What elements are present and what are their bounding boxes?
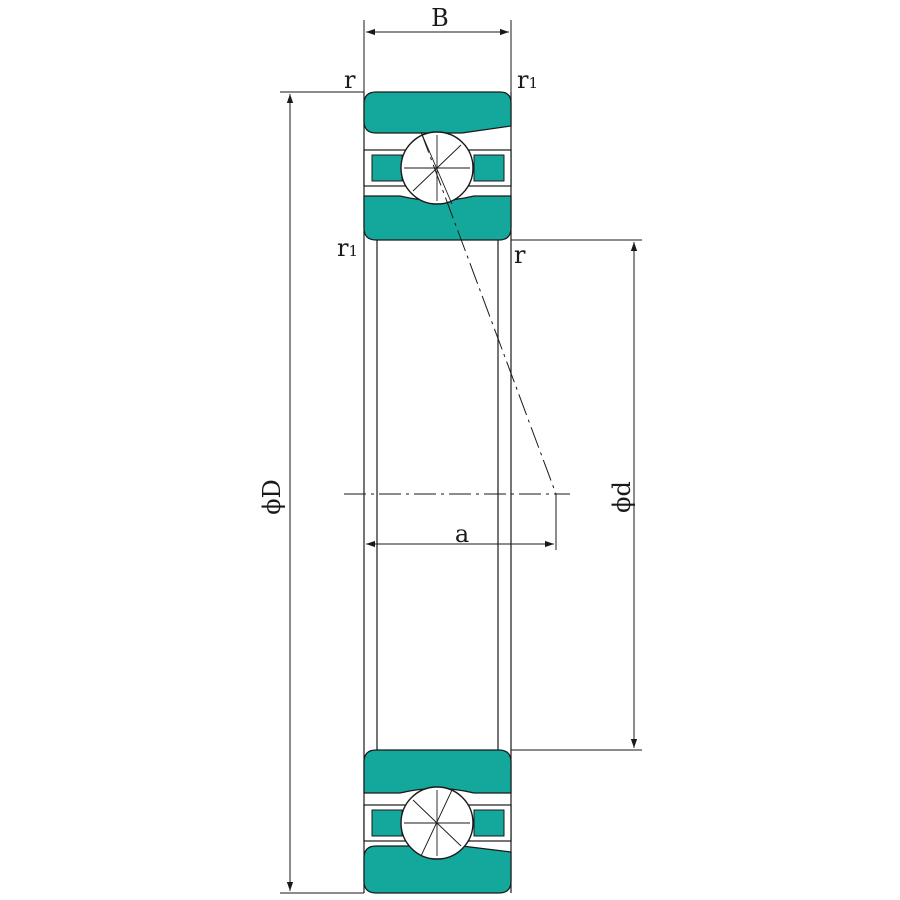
dimension-b xyxy=(363,20,512,92)
dimension-inner-diameter xyxy=(511,239,642,751)
ball-top-axes xyxy=(404,131,470,205)
label-b: B xyxy=(431,4,449,32)
top-section xyxy=(363,91,512,241)
ball-bottom-axes xyxy=(404,789,470,857)
dimension-outer-diameter xyxy=(280,91,364,894)
contact-angle-line xyxy=(420,131,557,495)
dimension-a xyxy=(366,494,557,550)
label-inner-diameter: ϕd xyxy=(608,481,636,513)
outer-ring-top xyxy=(363,91,512,134)
label-a: a xyxy=(455,520,469,548)
cage-pocket-left-bottom xyxy=(371,809,403,837)
cage-pocket-right-top xyxy=(473,154,505,182)
cage-pocket-right-bottom xyxy=(473,809,505,837)
cage-pocket-left-top xyxy=(371,154,403,182)
bottom-section xyxy=(363,749,512,894)
label-r1-inner-left: r1 xyxy=(337,234,358,262)
label-outer-diameter: ϕD xyxy=(258,479,286,515)
label-r-inner-right: r xyxy=(514,241,526,269)
label-r1-top-right: r1 xyxy=(517,66,538,94)
label-r-top-left: r xyxy=(344,66,356,94)
outer-ring-bottom xyxy=(363,845,512,894)
